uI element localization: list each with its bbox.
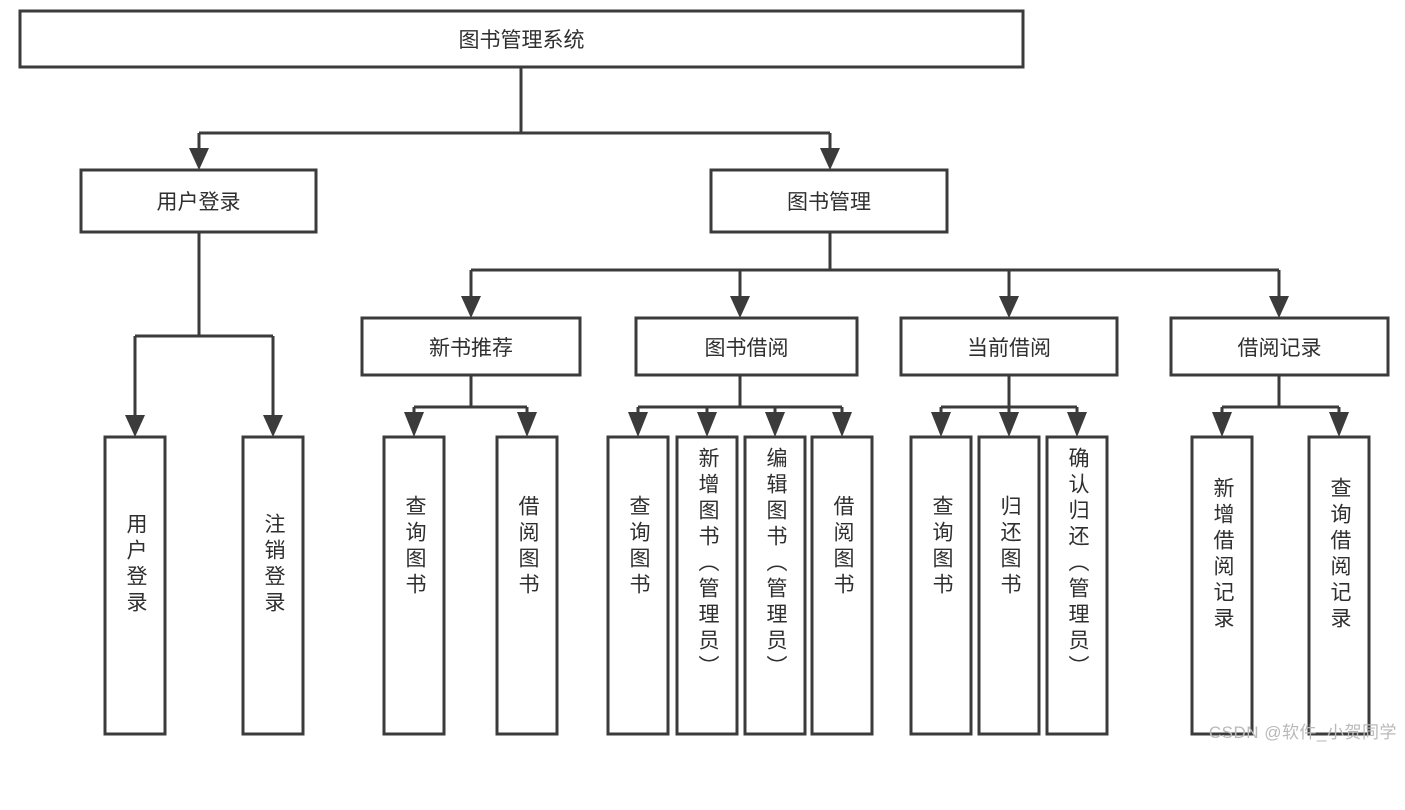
- connector-borrow-record-to-leaves: [1212, 375, 1349, 437]
- leaf-box-return-book[interactable]: [977, 435, 1041, 736]
- watermark-text: CSDN @软件_小贺同学: [1208, 723, 1397, 742]
- diagram-canvas: 图书管理系统 用户登录 图书管理 新书推荐 图书借阅 当前借阅 借阅记录 用户登…: [18, 9, 1397, 742]
- node-box-book-management[interactable]: [709, 168, 949, 234]
- leaf-box-query-book-3[interactable]: [909, 435, 973, 736]
- leaf-box-add-book-admin[interactable]: [675, 435, 739, 736]
- leaf-box-user-login[interactable]: [103, 435, 167, 736]
- leaf-box-query-borrow-record[interactable]: [1307, 435, 1371, 736]
- leaf-box-confirm-return-admin[interactable]: [1045, 435, 1109, 736]
- connector-new-book-to-leaves: [404, 375, 537, 437]
- leaf-box-borrow-book-2[interactable]: [810, 435, 874, 736]
- leaf-box-add-borrow-record[interactable]: [1190, 435, 1254, 736]
- connector-current-borrow-to-leaves: [931, 375, 1087, 437]
- leaf-box-edit-book-admin[interactable]: [743, 435, 807, 736]
- node-box-root[interactable]: [18, 9, 1025, 69]
- node-box-borrow-record[interactable]: [1169, 316, 1390, 377]
- node-box-book-borrow[interactable]: [634, 316, 859, 377]
- tree-diagram-svg: [18, 9, 1390, 736]
- node-box-user-login[interactable]: [79, 168, 318, 234]
- connector-borrow-to-leaves: [628, 375, 852, 437]
- leaf-box-borrow-book-1[interactable]: [495, 435, 559, 736]
- leaf-box-query-book-1[interactable]: [382, 435, 446, 736]
- node-box-new-book-recommend[interactable]: [360, 316, 582, 377]
- connector-level2-book-to-level3: [461, 232, 1289, 318]
- leaf-box-logout[interactable]: [241, 435, 305, 736]
- connector-root-to-level2: [189, 67, 840, 170]
- leaf-box-query-book-2[interactable]: [606, 435, 670, 736]
- connector-user-login-to-leaves: [125, 232, 283, 437]
- node-box-current-borrow[interactable]: [899, 316, 1119, 377]
